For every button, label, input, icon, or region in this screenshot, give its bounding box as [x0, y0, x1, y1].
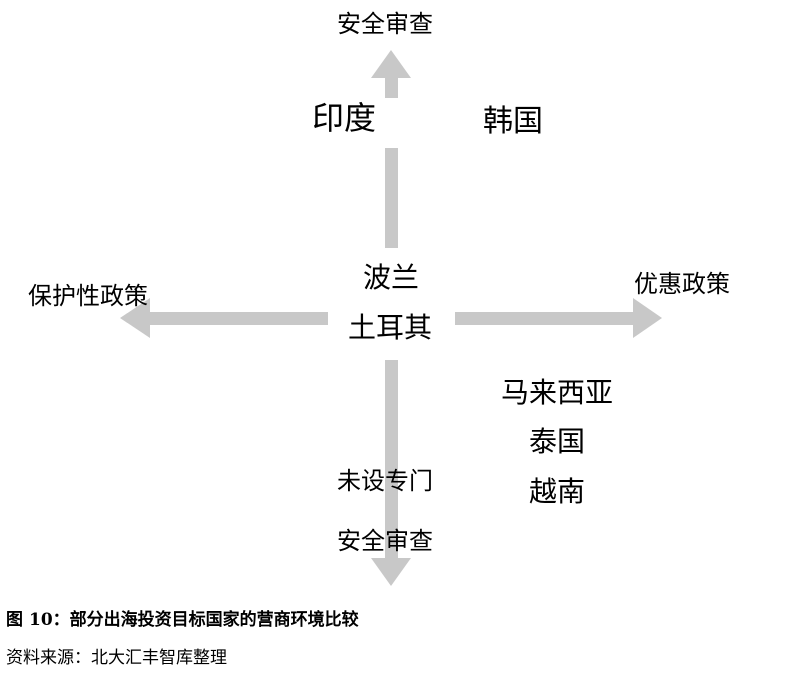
arrow-up-head	[371, 50, 411, 78]
axis-bottom-label-line1: 未设专门	[337, 467, 433, 495]
caption-title: 部分出海投资目标国家的营商环境比较	[69, 610, 359, 630]
caption-number: 10：	[29, 610, 70, 630]
horizontal-axis-right	[455, 312, 635, 325]
caption-prefix: 图	[6, 610, 23, 630]
country-vietnam: 越南	[529, 475, 586, 508]
vertical-axis-lower	[385, 360, 398, 560]
country-malaysia: 马来西亚	[501, 376, 614, 409]
axis-left-label: 保护性政策	[28, 282, 148, 310]
arrow-right-head	[633, 298, 662, 338]
country-turkey: 土耳其	[348, 311, 433, 344]
country-poland: 波兰	[363, 261, 420, 294]
country-korea: 韩国	[483, 104, 543, 139]
axis-top-label: 安全审查	[337, 10, 433, 38]
source-note: 资料来源：北大汇丰智库整理	[6, 648, 227, 668]
axis-right-label: 优惠政策	[634, 270, 730, 298]
arrow-down-head	[371, 558, 411, 586]
country-thailand: 泰国	[529, 425, 586, 458]
arrow-left-head	[120, 298, 150, 338]
country-india: 印度	[312, 99, 377, 137]
figure-caption: 图 10：部分出海投资目标国家的营商环境比较	[6, 612, 359, 629]
axis-bottom-label-line2: 安全审查	[337, 527, 433, 555]
horizontal-axis-left	[148, 312, 328, 325]
